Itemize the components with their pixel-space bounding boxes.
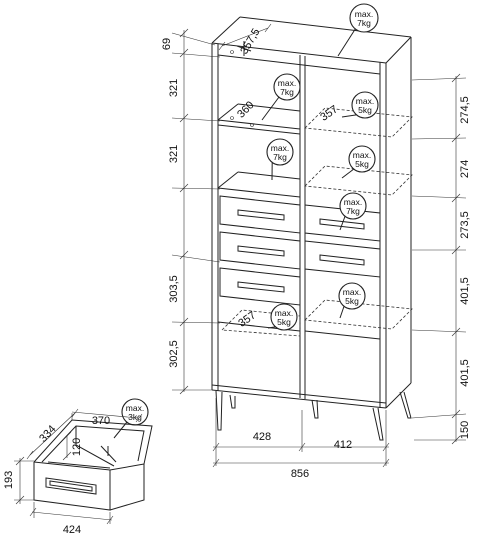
load-tag-leader [337,28,357,57]
load-tag: max.5kg [341,145,376,179]
load-tag-circle [349,3,379,33]
load-tag: max.7kg [339,192,367,231]
load-tag: max.3kg [113,398,149,439]
dim-top-depth: 357,5 [238,27,262,57]
load-tag-label: max. [126,403,144,413]
dim-shelf-left-2: 321 [168,145,180,163]
load-tag-circle [351,91,379,119]
load-tag: max.7kg [337,3,379,57]
dim-shelf-depth-right: 357 [318,103,340,123]
legs [215,390,412,441]
load-tag: max.5kg [341,91,379,119]
dim-width-right: 412 [334,439,352,451]
dim-door-left-1: 303,5 [168,275,180,303]
load-tag-weight: 7kg [280,87,294,97]
dim-right-2: 274 [459,160,471,178]
load-tag-label: max. [353,150,371,160]
load-tag-leader [341,114,358,118]
dim-right-3: 273,5 [459,211,471,239]
load-tag-circle [266,138,294,166]
load-tag-circle [270,303,298,331]
load-tag: max.7kg [266,138,294,181]
load-tag: max.7kg [261,73,301,121]
load-tag-circle [273,73,301,101]
load-tag-circle [338,282,366,310]
dim-drawer-depth: 334 [37,423,58,445]
load-tag-weight: 3kg [128,412,142,422]
load-tag-weight: 5kg [358,105,372,115]
load-tag-label: max. [344,197,362,207]
load-tag-weight: 5kg [345,296,359,306]
dim-door-left-2: 302,5 [168,340,180,368]
load-tag-circle [348,145,376,173]
drawer-detail [14,408,153,525]
load-tag-weight: 5kg [355,159,369,169]
load-tag-label: max. [355,9,373,19]
dim-drawer-width: 424 [63,524,81,536]
load-tag-label: max. [271,143,289,153]
cabinet-body [211,16,412,409]
drawer-handles [237,209,285,293]
load-tag-label: max. [356,96,374,106]
load-tag-label: max. [275,308,293,318]
dimension-lines [171,23,467,468]
right-dashed-shelves [221,107,413,337]
dim-right-4: 401,5 [459,277,471,305]
load-tag-label: max. [343,287,361,297]
dim-drawer-inner: 370 [92,415,110,427]
dim-lower-shelf-depth: 357 [236,309,258,329]
dim-right-5: 401,5 [459,359,471,387]
dim-leg-height: 150 [459,421,471,439]
left-drawers [219,195,301,306]
load-tag-weight: 7kg [346,206,360,216]
load-tag-leader [261,96,280,121]
dim-width-left: 428 [253,431,271,443]
dim-drawer-height: 193 [3,471,15,489]
dim-top-gap: 69 [161,38,173,50]
load-tag-leader [339,215,346,231]
dim-right-1: 274,5 [459,96,471,124]
load-tag: max.5kg [338,282,366,319]
dim-shelf-depth-left: 360 [235,99,256,120]
dim-drawer-inner-h: 120 [71,438,83,456]
drawer-detail-labels: 334 370 120 193 424 [3,415,110,536]
load-tag-circle [339,192,367,220]
load-tag-weight: 7kg [273,152,287,162]
load-tag: max.5kg [267,303,298,331]
load-tag-label: max. [278,78,296,88]
top-shelf-arrows [236,41,252,56]
load-tag-leader [341,168,355,179]
load-tag-weight: 7kg [357,18,371,28]
dim-total-width: 856 [291,468,309,480]
load-tag-leader [339,305,345,319]
dim-shelf-left-1: 321 [168,79,180,97]
right-drawers [304,204,381,278]
load-tag-weight: 5kg [277,317,291,327]
